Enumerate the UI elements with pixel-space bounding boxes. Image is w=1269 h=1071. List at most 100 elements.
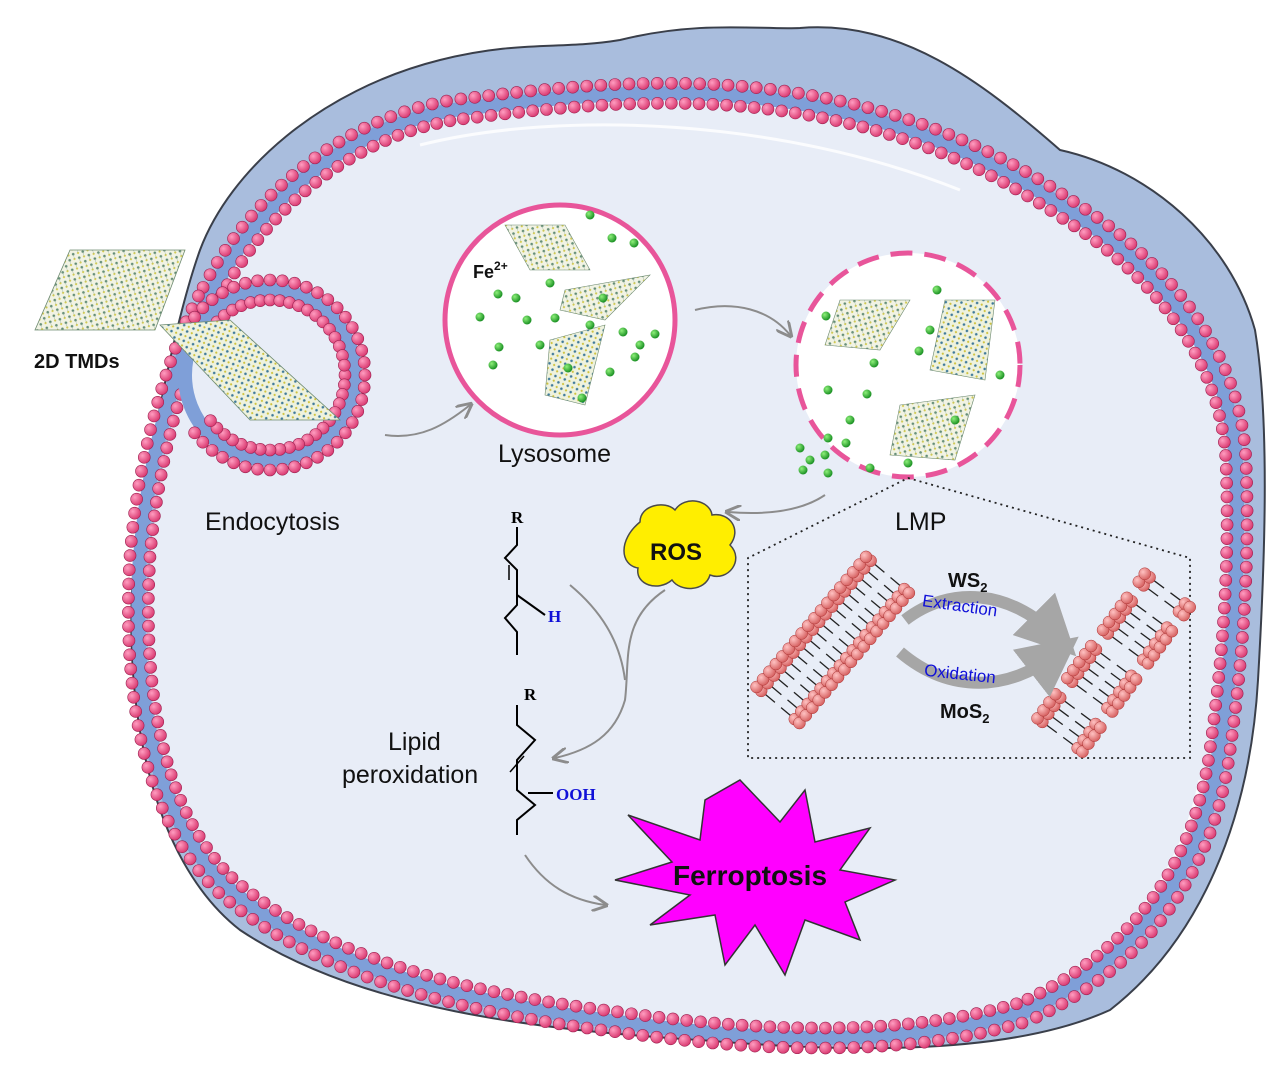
membrane-bead <box>942 128 956 141</box>
arrow-lysosome-to-lmp <box>694 305 790 335</box>
iron-ion <box>511 293 521 303</box>
membrane-bead <box>1021 992 1035 1006</box>
membrane-bead <box>666 1012 680 1026</box>
membrane-bead <box>1146 891 1160 904</box>
membrane-bead <box>384 110 398 123</box>
membrane-bead <box>1125 946 1138 959</box>
membrane-bead <box>142 605 155 619</box>
iron-ion <box>820 450 830 460</box>
membrane-bead <box>972 163 986 176</box>
vesicle-bead <box>357 356 371 369</box>
vesicle-bead <box>355 393 369 406</box>
membrane-bead <box>163 428 177 441</box>
membrane-bead <box>1080 982 1093 996</box>
membrane-bead <box>484 109 498 122</box>
membrane-bead <box>201 875 215 889</box>
lipid-head <box>1084 639 1098 653</box>
membrane-bead <box>283 935 296 949</box>
membrane-bead <box>150 495 163 509</box>
membrane-bead <box>1229 701 1242 714</box>
membrane-bead <box>735 1018 749 1032</box>
membrane-bead <box>611 1005 624 1019</box>
membrane-bead <box>169 341 182 355</box>
membrane-bead <box>124 662 137 676</box>
membrane-bead <box>1218 435 1231 449</box>
membrane-bead <box>433 972 447 986</box>
membrane-bead <box>164 355 177 368</box>
membrane-bead <box>1032 196 1046 210</box>
membrane-bead <box>132 478 146 492</box>
membrane-bead <box>1240 546 1253 560</box>
vesicle-bead <box>288 276 301 290</box>
arrow-peroxidation-to-ferroptosis <box>524 854 605 905</box>
endocytosis-label: Endocytosis <box>205 508 340 536</box>
membrane-bead <box>354 947 368 960</box>
iron-ion <box>550 313 560 323</box>
membrane-bead <box>580 1021 594 1035</box>
iron-ion <box>545 278 555 288</box>
membrane-bead <box>235 220 249 234</box>
membrane-bead <box>929 1014 943 1027</box>
iron-ion <box>823 433 833 443</box>
membrane-bead <box>1225 729 1239 742</box>
membrane-bead <box>1202 754 1215 767</box>
lysosome-label: Lysosome <box>498 440 611 468</box>
membrane-bead <box>428 991 442 1005</box>
membrane-bead <box>1220 476 1233 490</box>
membrane-bead <box>292 918 306 931</box>
membrane-bead <box>1194 358 1208 372</box>
tmds-label: 2D TMDs <box>34 351 120 373</box>
membrane-bead <box>1101 941 1114 954</box>
membrane-bead <box>470 110 484 124</box>
membrane-bead <box>623 97 637 111</box>
membrane-bead <box>285 169 299 182</box>
iron-ion <box>598 293 608 303</box>
membrane-bead <box>510 86 523 99</box>
membrane-bead <box>915 117 929 131</box>
vesicle-bead <box>204 414 217 427</box>
membrane-bead <box>968 139 982 152</box>
vesicle-bead <box>196 435 210 449</box>
membrane-bead <box>1111 931 1124 945</box>
membrane-bead <box>1102 219 1115 233</box>
membrane-bead <box>168 827 182 841</box>
membrane-bead <box>569 999 583 1013</box>
membrane-bead <box>124 535 138 548</box>
membrane-bead <box>127 691 140 704</box>
membrane-bead <box>651 96 664 110</box>
ferroptosis-label: Ferroptosis <box>673 860 827 891</box>
vesicle-bead <box>311 286 324 300</box>
membrane-bead <box>734 99 747 113</box>
membrane-bead <box>501 988 514 1001</box>
membrane-bead <box>1213 657 1227 670</box>
membrane-bead <box>1185 819 1198 833</box>
membrane-bead <box>1103 965 1116 978</box>
membrane-bead <box>790 1041 804 1055</box>
membrane-bead <box>1206 337 1220 350</box>
vesicle-bead <box>251 274 264 288</box>
membrane-bead <box>150 788 164 801</box>
membrane-bead <box>212 886 226 900</box>
membrane-bead <box>777 1021 791 1034</box>
membrane-bead <box>1239 560 1253 574</box>
lipid-head <box>1129 673 1143 686</box>
membrane-bead <box>581 99 595 113</box>
membrane-bead <box>164 768 178 782</box>
membrane-bead <box>935 146 948 160</box>
vesicle-bead <box>205 444 219 457</box>
lipid-head <box>902 586 916 600</box>
membrane-bead <box>735 80 749 93</box>
membrane-bead <box>1213 350 1226 363</box>
vesicle-bead <box>339 310 352 324</box>
membrane-bead <box>970 1007 983 1020</box>
membrane-bead <box>597 1003 610 1017</box>
membrane-bead <box>805 1041 818 1055</box>
membrane-bead <box>946 1031 959 1045</box>
lmp-inset-frame <box>747 477 1191 759</box>
vesicle-bead <box>330 435 344 449</box>
membrane-bead <box>245 209 258 223</box>
membrane-bead <box>1198 840 1212 853</box>
membrane-bead <box>398 105 411 119</box>
membrane-bead <box>145 774 159 788</box>
membrane-bead <box>883 128 896 141</box>
